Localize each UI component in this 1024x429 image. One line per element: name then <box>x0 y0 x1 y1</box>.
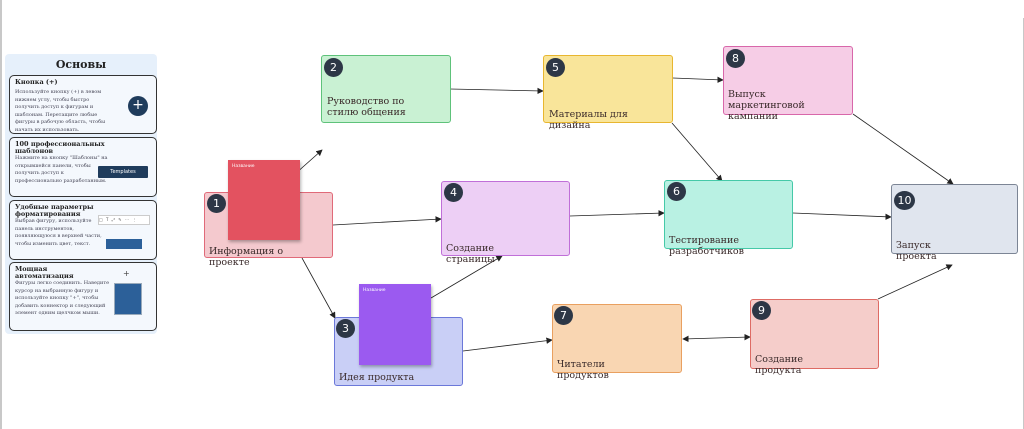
card-text: Выбрав фигуру, используйте панель инстру… <box>15 218 102 247</box>
node-10[interactable]: 10 Запуск проекта <box>891 184 1018 262</box>
node-number: 1 <box>207 194 226 213</box>
card-text: Фигуры легко соединить. Наведите курсор … <box>15 280 110 316</box>
edge-6-10 <box>792 212 892 220</box>
card-title: 100 профессиональных шаблонов <box>15 140 105 155</box>
node-label: Выпуск маркетинговой кампании <box>728 89 805 122</box>
edge-5-6 <box>671 122 723 182</box>
node-number: 4 <box>444 183 463 202</box>
node-number: 10 <box>894 191 915 210</box>
node-2[interactable]: 2 Руководство по стилю общения <box>321 55 451 123</box>
node-label: Читатели продуктов <box>557 359 609 381</box>
sticky-title: Название <box>363 288 386 293</box>
edge-2-5 <box>449 87 544 95</box>
card-text: Используйте кнопку (+) в левом нижнем уг… <box>15 89 106 133</box>
basics-panel: Основы Кнопка (+) Используйте кнопку (+)… <box>5 54 157 334</box>
card-title: Мощная автоматизация <box>15 265 74 280</box>
card-templates[interactable]: 100 профессиональных шаблонов Нажмите на… <box>9 137 157 197</box>
node-label: Создание страницы <box>446 243 495 265</box>
templates-button[interactable]: Templates <box>98 166 148 178</box>
edge-5-8 <box>672 76 724 83</box>
card-title: Кнопка (+) <box>15 78 58 86</box>
node-label: Материалы для дизайна <box>549 109 628 131</box>
node-9[interactable]: 9 Создание продукта <box>750 299 879 376</box>
node-label: Создание продукта <box>755 354 803 376</box>
node-7[interactable]: 7 Читатели продуктов <box>552 304 682 381</box>
plus-icon[interactable]: + <box>128 96 148 116</box>
node-6[interactable]: 6 Тестирование разработчиков <box>664 180 793 257</box>
shape-preview <box>114 283 142 315</box>
node-number: 8 <box>726 49 745 68</box>
node-label: Руководство по стилю общения <box>327 96 406 118</box>
edge-1-4 <box>332 216 442 226</box>
format-toolbar-icon: □ T ⤢ ✎ ⋯ ⋮ <box>98 215 150 225</box>
card-automation[interactable]: Мощная автоматизация Фигуры легко соедин… <box>9 262 157 331</box>
node-label: Информация о проекте <box>209 246 284 268</box>
node-number: 9 <box>752 301 771 320</box>
node-number: 3 <box>336 319 355 338</box>
shape-preview <box>106 239 142 249</box>
edge-8-10 <box>852 113 954 185</box>
sticky-title: Название <box>232 164 255 169</box>
card-plus-button[interactable]: Кнопка (+) Используйте кнопку (+) в лево… <box>9 75 157 134</box>
node-8[interactable]: 8 Выпуск маркетинговой кампании <box>723 46 853 122</box>
node-5[interactable]: 5 Материалы для дизайна <box>543 55 673 131</box>
panel-title: Основы <box>55 58 107 71</box>
card-title: Удобные параметры форматирования <box>15 203 94 218</box>
node-number: 2 <box>324 58 343 77</box>
node-number: 5 <box>546 58 565 77</box>
sticky-note[interactable]: Название <box>359 284 431 365</box>
node-label: Идея продукта <box>339 372 415 383</box>
edge-7-9 <box>682 333 751 343</box>
edge-3-7 <box>462 337 553 352</box>
left-edge-line <box>0 0 2 429</box>
edge-9-10 <box>877 264 953 300</box>
edge-4-6 <box>569 209 665 217</box>
edge-3-4 <box>430 255 503 299</box>
card-text: Нажмите на кнопку "Шаблоны" на открывшей… <box>15 155 108 184</box>
edge-1-3 <box>301 257 336 319</box>
sticky-note[interactable]: Название <box>228 160 300 240</box>
node-number: 6 <box>667 182 686 201</box>
node-number: 7 <box>554 306 573 325</box>
node-4[interactable]: 4 Создание страницы <box>441 181 570 265</box>
node-label: Запуск проекта <box>896 240 937 262</box>
card-formatting[interactable]: Удобные параметры форматирования Выбрав … <box>9 200 157 260</box>
node-label: Тестирование разработчиков <box>669 235 744 257</box>
add-connector-icon[interactable]: + <box>123 269 130 278</box>
